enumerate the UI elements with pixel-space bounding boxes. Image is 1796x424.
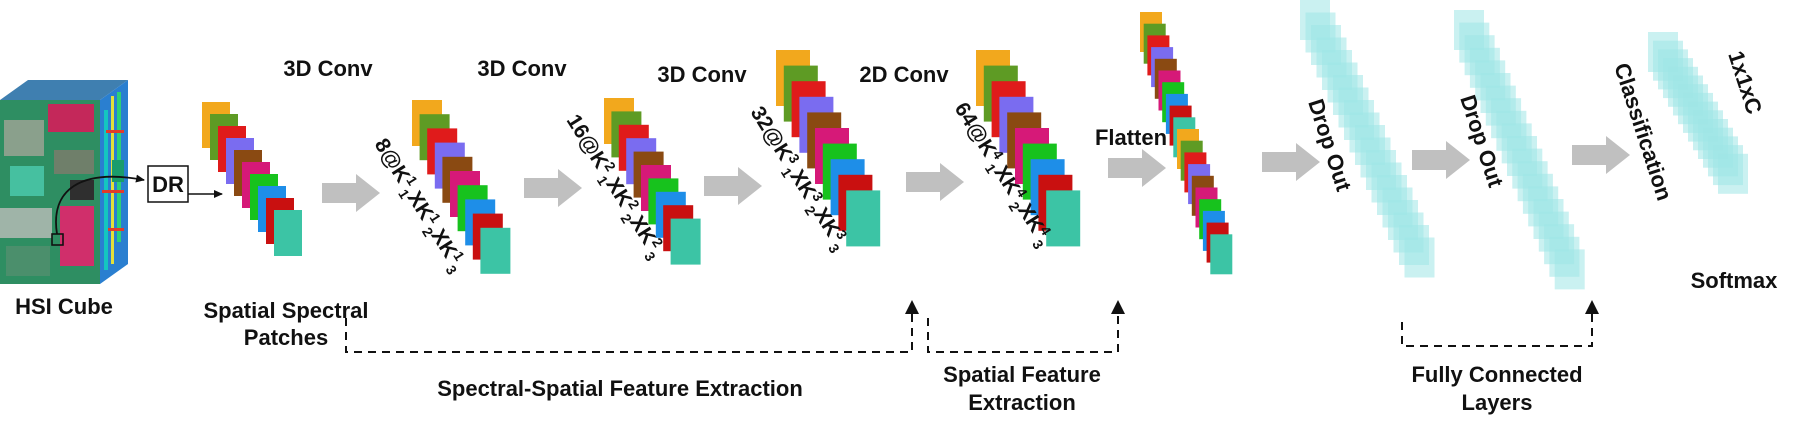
gray-arrow-5 xyxy=(1108,149,1166,187)
hsi-cube-top xyxy=(0,80,128,100)
kernel-3-s3: 3 xyxy=(825,241,843,256)
classification-stack xyxy=(1648,32,1748,194)
cls-layer-15 xyxy=(1718,153,1748,194)
bracket-arrowhead-2 xyxy=(1111,300,1125,314)
hsi-to-dr-arrow xyxy=(55,174,145,235)
spatial-fe-label-line2: Extraction xyxy=(968,390,1076,415)
hsi-patch-marker xyxy=(51,233,64,246)
softmax-label: Softmax xyxy=(1691,268,1779,293)
spatial-bracket xyxy=(927,314,1119,353)
gray-arrow-3 xyxy=(704,167,762,205)
gray-flow-arrows xyxy=(322,136,1630,212)
conv2-label: 3D Conv xyxy=(477,56,567,81)
kernel-2-s3: 3 xyxy=(641,249,659,264)
dashed-brackets xyxy=(345,314,1593,353)
conv4-label: 2D Conv xyxy=(859,62,949,87)
hsi-cube-front xyxy=(0,100,100,284)
gray-arrow-8 xyxy=(1572,136,1630,174)
bracket-arrowhead-3 xyxy=(1585,300,1599,314)
spectral-spatial-fe-label: Spectral-Spatial Feature Extraction xyxy=(437,376,803,401)
gray-arrow-7 xyxy=(1412,141,1470,179)
conv4-feature-stack xyxy=(976,50,1081,247)
svg-text:8@K11XK12XK13: 8@K11XK12XK13 xyxy=(366,133,472,278)
dr-label: DR xyxy=(152,172,184,197)
conv2-layer-10 xyxy=(670,218,701,265)
conv1-label: 3D Conv xyxy=(283,56,373,81)
input-patch-stack xyxy=(202,102,302,256)
fully-connected-label-line1: Fully Connected xyxy=(1411,362,1582,387)
dropout2-stack xyxy=(1454,10,1585,290)
conv4-layer-10 xyxy=(1046,190,1081,247)
hsi-cube xyxy=(0,80,145,284)
conv3-feature-stack xyxy=(776,50,881,247)
flatten-layer-20 xyxy=(1210,234,1233,275)
dropout1-stack xyxy=(1300,0,1435,278)
conv3-label: 3D Conv xyxy=(657,62,747,87)
dr-box-frame xyxy=(147,165,189,203)
spatial-spectral-patches-label-line1: Spatial Spectral xyxy=(203,298,368,323)
conv2-feature-stack xyxy=(604,98,701,265)
conv1-layer-10 xyxy=(480,227,511,274)
drop2-layer-20 xyxy=(1554,249,1585,290)
spectral-spatial-bracket xyxy=(345,314,913,353)
bracket-arrowhead-1 xyxy=(905,300,919,314)
gray-arrow-1 xyxy=(322,174,380,212)
conv3-layer-10 xyxy=(846,190,881,247)
spatial-spectral-patches-label-line2: Patches xyxy=(244,325,328,350)
kernel-1-s3: 3 xyxy=(443,262,461,277)
flatten-label: Flatten xyxy=(1095,125,1167,150)
bracket-arrowheads xyxy=(905,300,1599,314)
gray-arrow-6 xyxy=(1262,143,1320,181)
gray-arrow-4 xyxy=(906,163,964,201)
hsi-cube-label: HSI Cube xyxy=(15,294,113,319)
input-layer-10 xyxy=(274,210,302,256)
kernel-4-s3: 3 xyxy=(1029,237,1047,252)
kernel-label-1: 8@K11XK12XK13 xyxy=(366,133,472,278)
fully-connected-bracket xyxy=(1401,314,1593,347)
flatten-feature-stack xyxy=(1140,12,1233,275)
dr-box: DR xyxy=(147,165,223,203)
gray-arrow-2 xyxy=(524,169,582,207)
fully-connected-label-line2: Layers xyxy=(1462,390,1533,415)
spatial-fe-label-line1: Spatial Feature xyxy=(943,362,1101,387)
output-shape-label: 1x1xC xyxy=(1723,48,1767,117)
conv1-feature-stack xyxy=(412,100,511,274)
drop1-layer-20 xyxy=(1404,237,1435,278)
